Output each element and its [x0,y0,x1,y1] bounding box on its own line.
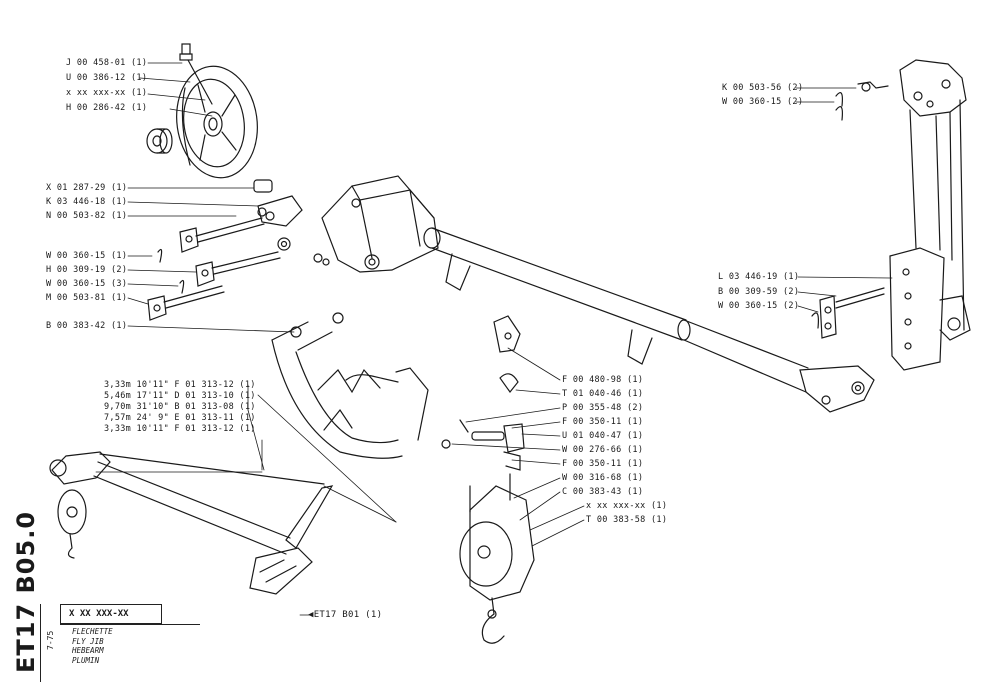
callout-label: F 00 350-11 (1) [562,417,644,427]
callout-label: U 00 386-12 (1) [66,73,148,83]
jib-tube [423,227,875,413]
leader-lines [95,62,893,616]
callout-label: N 00 503-82 (1) [46,211,128,221]
mast [811,59,971,371]
title-divider [40,604,41,682]
title-list: FLECHETTE FLY JIB HEBEARM PLUMIN [72,627,113,665]
callout-label: M 00 503-81 (1) [46,293,128,303]
callout-label: T 01 040-46 (1) [562,389,644,399]
callout-label: B 00 383-42 (1) [46,321,128,331]
title-fr: FLECHETTE [72,627,113,636]
part-number: X XX XXX-XX [69,609,129,619]
callout-label: L 03 446-19 (1) [718,272,800,282]
callout-label: F 00 350-11 (1) [562,459,644,469]
callout-label: K 00 503-56 (2) [722,83,804,93]
callout-label: W 00 360-15 (3) [46,279,128,289]
title-underline [60,624,200,625]
title-de: HEBEARM [72,646,104,655]
callout-label: W 00 276-66 (1) [562,445,644,455]
sheet-code: ET17 B05.0 [6,511,40,675]
grease-nipple [179,43,213,105]
guard-cage [271,312,429,459]
callout-label: H 00 309-19 (2) [46,265,128,275]
callout-label: W 00 360-15 (2) [722,97,804,107]
callout-label: F 00 480-98 (1) [562,375,644,385]
title-nl: PLUMIN [72,655,100,665]
callout-label: C 00 383-43 (1) [562,487,644,497]
title-en: FLY JIB [72,636,104,646]
jib-head [313,175,439,273]
pins-and-plates [147,195,303,321]
callout-label: x xx xxx-xx (1) [586,501,668,511]
cable-label: 5,46m 17'11" D 01 313-10 (1) [104,391,256,401]
callout-label: W 00 360-15 (1) [46,251,128,261]
callout-label: H 00 286-42 (1) [66,103,148,113]
small-fittings [441,315,525,471]
bushing [146,128,173,154]
callout-label: U 01 040-47 (1) [562,431,644,441]
callout-label: P 00 355-48 (2) [562,403,644,413]
callout-label: T 00 383-58 (1) [586,515,668,525]
callout-label: W 00 316-68 (1) [562,473,644,483]
sheet-date: 7-75 [46,630,55,650]
hook-block [459,473,535,644]
sheave-wheel [176,65,258,179]
callout-label: W 00 360-15 (2) [718,301,800,311]
callout-label: X 01 287-29 (1) [46,183,128,193]
callout-label: B 00 309-59 (2) [718,287,800,297]
cable-label: 9,70m 31'10" B 01 313-08 (1) [104,402,256,412]
reference-label: ◀ET17 B01 (1) [308,610,383,620]
callout-label: x xx xxx-xx (1) [66,88,148,98]
cable-label: 3,33m 10'11" F 01 313-12 (1) [104,380,256,390]
cable-label: 7,57m 24' 9" E 01 313-11 (1) [104,413,256,423]
assembly-overview [49,451,397,595]
callout-label: J 00 458-01 (1) [66,58,148,68]
part-number-box: X XX XXX-XX [60,604,162,624]
cable-label: 3,33m 10'11" F 01 313-12 (1) [104,424,256,434]
spacer [253,179,273,193]
callout-label: K 03 446-18 (1) [46,197,128,207]
sheet-code-text: ET17 B05.0 [12,510,40,673]
